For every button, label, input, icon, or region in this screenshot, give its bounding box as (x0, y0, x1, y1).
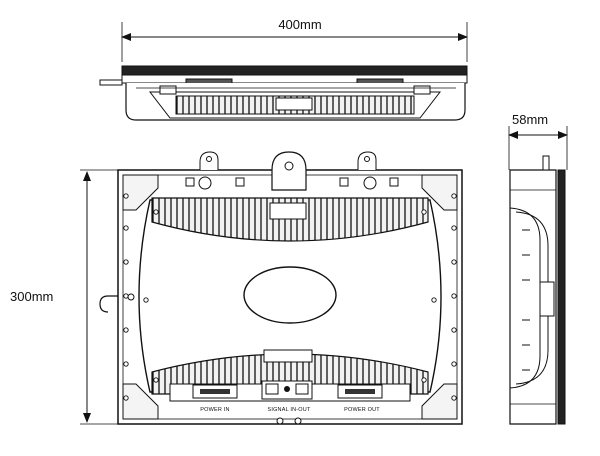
depth-label: 58mm (512, 112, 548, 127)
center-ellipse (243, 266, 337, 324)
side-view: 58mm (508, 112, 568, 425)
front-view: 300mm (10, 151, 463, 425)
top-view: 400mm (99, 17, 468, 121)
width-label: 400mm (278, 17, 321, 32)
signal-label: SIGNAL IN-OUT (267, 407, 310, 413)
power-in-label: POWER IN (200, 407, 229, 413)
power-out-label: POWER OUT (344, 407, 380, 413)
height-label: 300mm (10, 289, 53, 304)
